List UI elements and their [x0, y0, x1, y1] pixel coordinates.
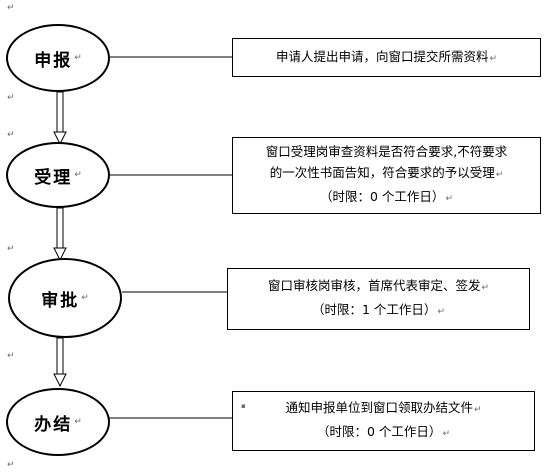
step-label: 受理: [34, 167, 73, 188]
paragraph-mark: ↵: [74, 417, 82, 427]
description-line: 的一次性书面告知，符合要求的予以受理: [269, 165, 495, 180]
paragraph-mark: ↵: [74, 53, 82, 63]
description-line: （时限：0 个工作日）: [317, 424, 442, 439]
paragraph-mark: ↵: [7, 351, 15, 361]
paragraph-mark: ↵: [7, 3, 15, 13]
paragraph-mark: ↵: [7, 93, 15, 103]
paragraph-mark: ↵: [445, 194, 453, 204]
step-description-box-apply: 申请人提出申请，向窗口提交所需资料↵: [232, 38, 541, 77]
paragraph-mark: ↵: [495, 170, 504, 180]
step-ellipse-approve: 审批↵: [8, 258, 122, 338]
down-arrow-3: [53, 337, 67, 388]
step-description-box-approve: 窗口审核岗审核，首席代表审定、签发↵ （时限：1 个工作日）↵: [227, 268, 530, 330]
anchor-mark: ▪: [241, 402, 246, 410]
paragraph-mark: ↵: [7, 244, 15, 254]
paragraph-mark: ↵: [481, 283, 490, 293]
step-ellipse-apply: 申报↵: [6, 24, 110, 92]
description-line: 窗口受理岗审查资料是否符合要求,不符要求: [265, 144, 508, 159]
paragraph-mark: ↵: [489, 53, 498, 64]
paragraph-mark: ↵: [7, 460, 15, 470]
step-label: 办结: [34, 414, 73, 435]
paragraph-mark: ↵: [442, 429, 450, 439]
step-label: 申报: [34, 50, 73, 71]
description-line: （时限：0 个工作日）: [320, 189, 445, 204]
description-line: 申请人提出申请，向窗口提交所需资料: [275, 48, 489, 64]
paragraph-mark: ↵: [473, 405, 482, 415]
down-arrow-1: [53, 91, 67, 146]
down-arrow-2: [53, 207, 67, 262]
description-line: （时限：1 个工作日）: [312, 302, 437, 317]
step-ellipse-accept: 受理↵: [6, 142, 110, 208]
paragraph-mark: ↵: [81, 293, 89, 303]
step-ellipse-complete: 办结↵: [6, 388, 110, 456]
paragraph-mark: ↵: [437, 307, 445, 317]
description-line: 窗口审核岗审核，首席代表审定、签发: [267, 278, 481, 293]
step-label: 审批: [41, 290, 80, 311]
step-description-box-accept: 窗口受理岗审查资料是否符合要求,不符要求 的一次性书面告知，符合要求的予以受理↵…: [232, 137, 541, 214]
paragraph-mark: ↵: [7, 130, 15, 140]
description-line: 通知申报单位到窗口领取办结文件: [285, 400, 473, 415]
paragraph-mark: ↵: [74, 170, 82, 180]
step-description-box-complete: ▪ 通知申报单位到窗口领取办结文件↵ （时限：0 个工作日）↵: [232, 391, 535, 451]
